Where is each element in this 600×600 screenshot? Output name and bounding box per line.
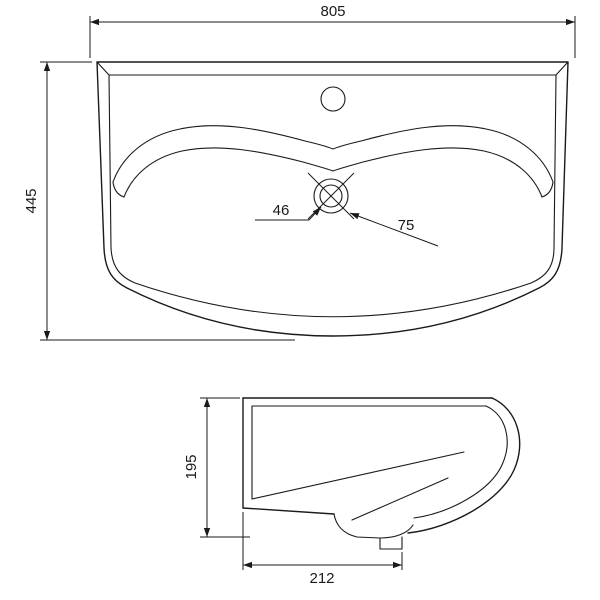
dimension-75: 75: [349, 212, 439, 247]
drain-pipe-stub: [379, 536, 403, 550]
side-right-inner-curve: [413, 405, 508, 519]
drain-circle-outer: [313, 178, 349, 214]
dim-drain-left-label: 46: [273, 202, 290, 219]
side-view: [242, 397, 521, 550]
side-right-outer-curve: [407, 397, 521, 534]
dimension-445: 445: [23, 61, 295, 341]
basin-ledge-end-right: [541, 181, 554, 198]
top-view-outer-outline: [96, 61, 569, 337]
dim-depth-label: 445: [23, 188, 40, 213]
top-view-inner-rim-right: [553, 74, 557, 249]
dim-width-label: 805: [320, 3, 345, 20]
faucet-hole-circle: [320, 86, 346, 112]
basin-ledge-upper-wave: [112, 125, 554, 183]
top-view-chamfer-right: [555, 61, 569, 76]
dimension-195: 195: [183, 397, 250, 538]
top-view-inner-front-arc: [110, 247, 555, 318]
top-view-inner-rim-left: [108, 74, 112, 249]
dimension-212: 212: [242, 512, 403, 587]
dim-height-label: 195: [183, 454, 200, 479]
dim-drain-right-label: 75: [398, 217, 415, 234]
top-view-chamfer-left: [96, 61, 110, 76]
top-view: [96, 61, 569, 337]
side-underside-diagonal: [251, 451, 465, 500]
side-underside-diagonal-2: [351, 477, 449, 521]
drain-trap-outline: [333, 513, 414, 539]
side-bottom-apron: [242, 507, 335, 515]
dimension-805: 805: [89, 3, 576, 58]
drain-circle-inner: [319, 184, 343, 208]
basin-ledge-end-left: [112, 181, 125, 198]
dim-drain-offset-label: 212: [309, 570, 334, 587]
dimension-46: 46: [255, 202, 322, 221]
leader-line: [308, 206, 322, 221]
leader-line: [349, 212, 439, 247]
basin-ledge-lower-wave: [123, 147, 543, 198]
